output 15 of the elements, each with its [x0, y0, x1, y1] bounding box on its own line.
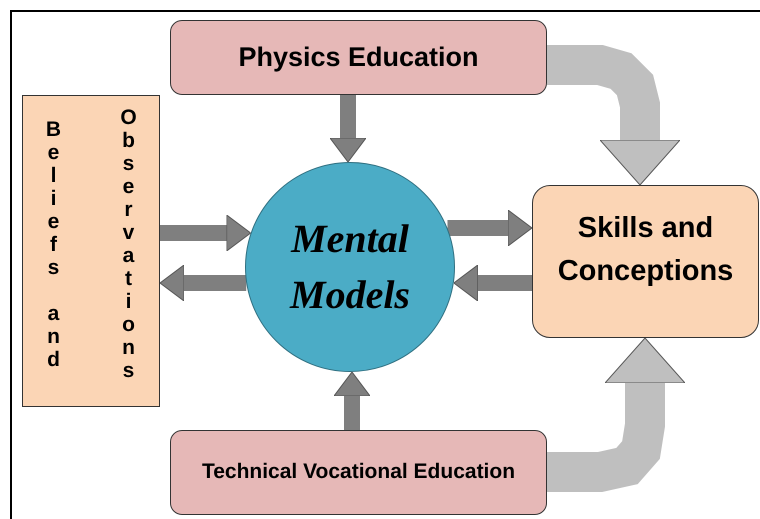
block-arrow [334, 371, 370, 430]
process-box: Technical Vocational Education [170, 430, 547, 515]
block-arrow [330, 95, 366, 163]
process-box: Skills and Conceptions [532, 185, 759, 338]
block-arrow [160, 214, 252, 252]
block-arrow [160, 264, 246, 302]
curved-arrow [547, 45, 680, 186]
circle-node: Mental Models [245, 162, 455, 372]
vertical-text: Beliefs and [44, 118, 62, 371]
vertical-text: Observations [119, 106, 138, 382]
block-arrow [453, 264, 532, 302]
block-arrow [448, 210, 532, 246]
process-box: Physics Education [170, 20, 547, 95]
process-box [22, 95, 160, 407]
curved-arrow [547, 338, 686, 492]
